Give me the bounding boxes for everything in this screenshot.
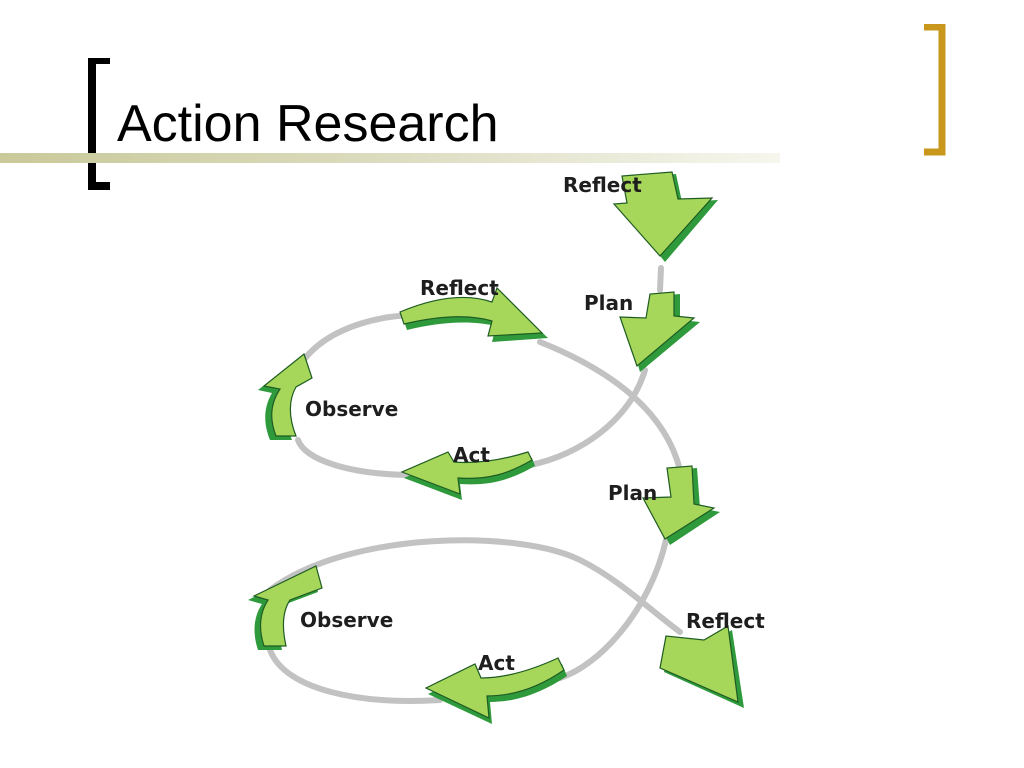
reflect-cycle1-arrow: [399, 286, 548, 342]
spiral-path: [267, 265, 683, 704]
plan-top-label: Plan: [584, 291, 633, 315]
plan-top-arrow: [619, 291, 700, 372]
right-bracket: [924, 24, 946, 156]
observe-cycle2-arrow: [248, 565, 323, 650]
reflect-cycle2-arrow: [659, 625, 744, 708]
reflect-cycle2-label: Reflect: [686, 609, 765, 633]
reflect-top-label: Reflect: [563, 173, 642, 197]
act-cycle1-label: Act: [453, 443, 490, 467]
observe-cycle1-arrow: [258, 352, 313, 440]
plan-cycle2-label: Plan: [608, 481, 657, 505]
left-bracket: [88, 58, 110, 190]
act-cycle2-label: Act: [478, 651, 515, 675]
act-cycle1-arrow: [400, 451, 535, 500]
plan-cycle2-arrow: [642, 465, 720, 545]
title-underline: [0, 153, 780, 163]
reflect-cycle1-label: Reflect: [420, 276, 499, 300]
reflect-top-arrow: [612, 171, 718, 262]
slide-title: Action Research: [117, 95, 499, 153]
observe-cycle2-label: Observe: [300, 608, 393, 632]
observe-cycle1-label: Observe: [305, 397, 398, 421]
act-cycle2-arrow: [424, 657, 567, 724]
